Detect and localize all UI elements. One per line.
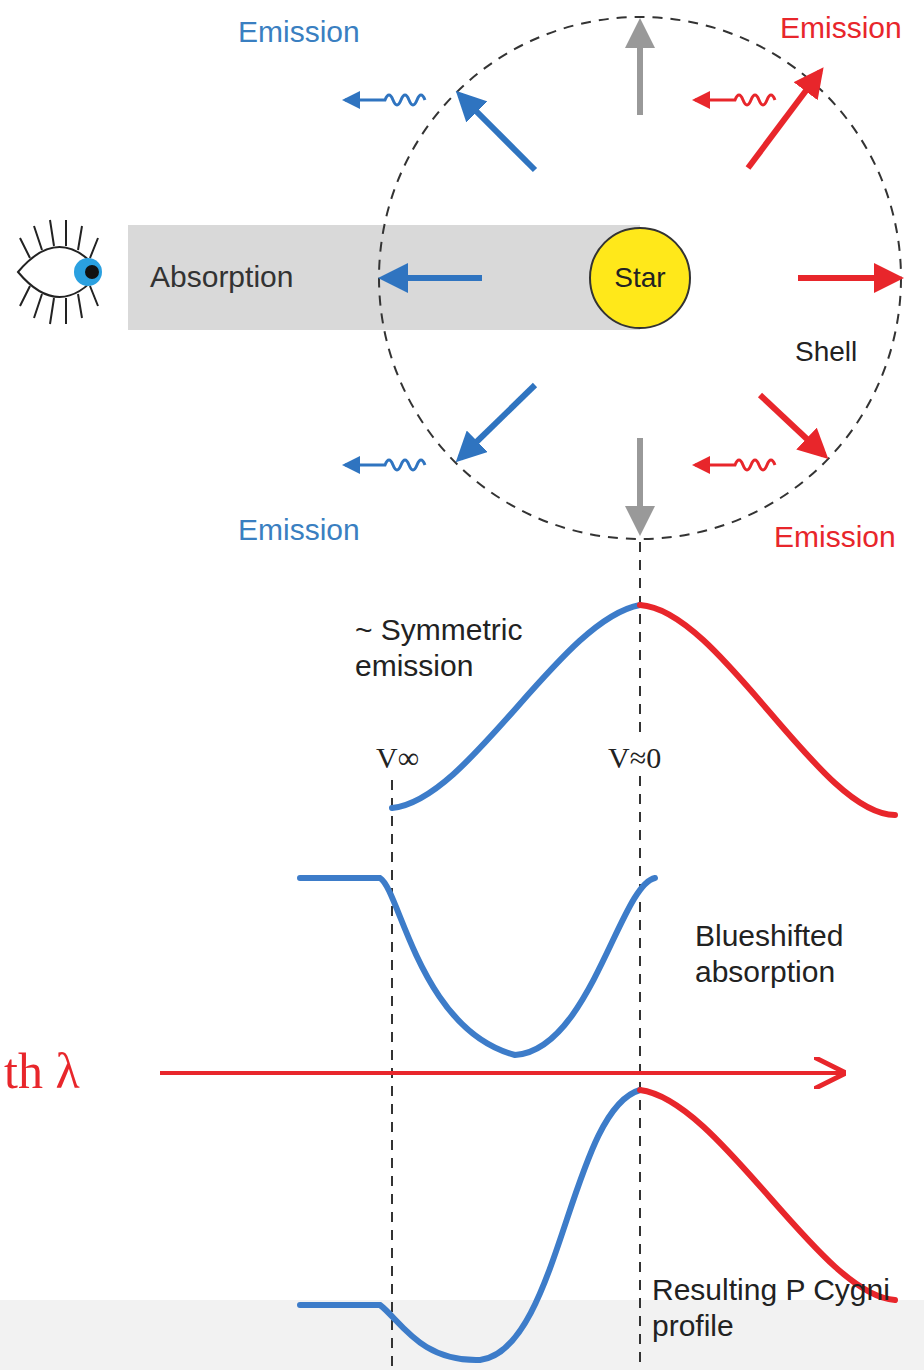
band-label: Absorption bbox=[150, 260, 293, 294]
wavelength-axis bbox=[160, 1071, 842, 1075]
curve-label: Blueshifted absorption bbox=[695, 918, 895, 990]
emission-label: Emission bbox=[780, 10, 902, 46]
profile-curves bbox=[300, 605, 895, 1360]
emission-label: Emission bbox=[238, 14, 360, 50]
axis-label: th λ bbox=[4, 1040, 80, 1102]
star-circle: Star bbox=[588, 226, 692, 330]
star-label: Star bbox=[614, 262, 665, 294]
eye-icon bbox=[18, 220, 102, 324]
shell-label: Shell bbox=[795, 336, 857, 368]
shell-circle: Shell Star bbox=[378, 16, 902, 540]
velocity-label: V≈0 bbox=[606, 740, 663, 776]
velocity-label: V∞ bbox=[374, 740, 421, 776]
emission-label: Emission bbox=[774, 519, 896, 555]
curve-label: ~ Symmetric emission bbox=[355, 612, 555, 684]
curve-label: Resulting P Cygni profile bbox=[652, 1272, 892, 1344]
emission-label: Emission bbox=[238, 512, 360, 548]
